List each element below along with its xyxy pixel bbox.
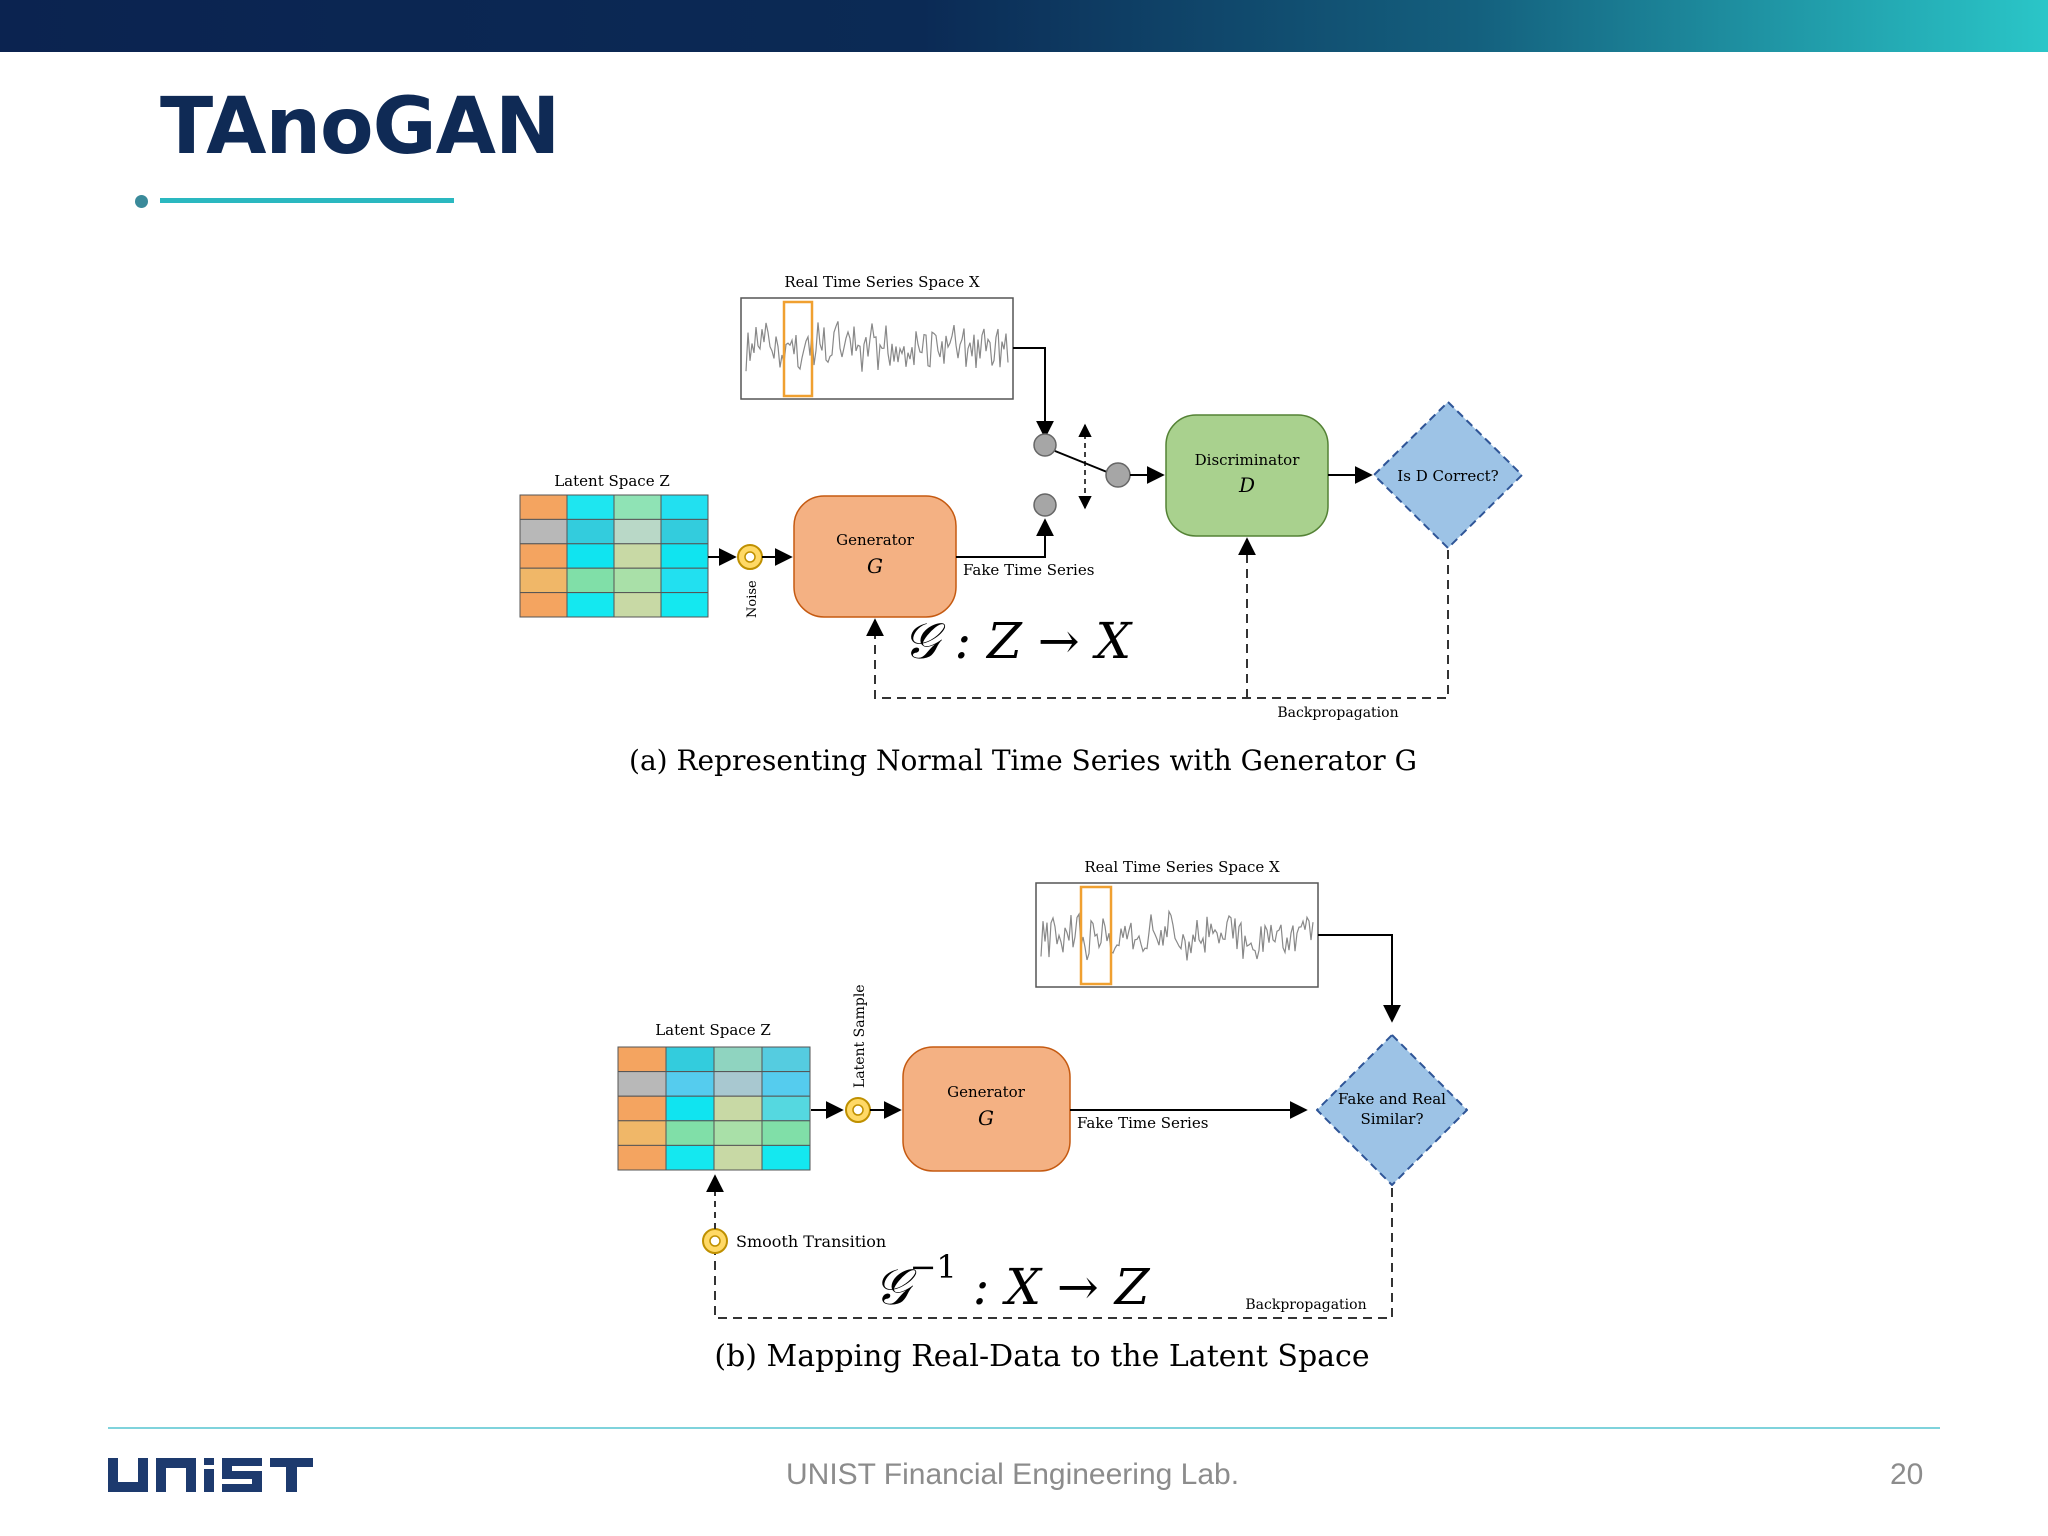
b-generator-symbol: G: [978, 1106, 994, 1130]
a-generator-label: Generator: [836, 531, 915, 549]
footer-lab-name: UNIST Financial Engineering Lab.: [786, 1458, 1240, 1491]
b-generator-label: Generator: [947, 1083, 1026, 1101]
latent-cell: [613, 518, 662, 545]
b-caption: (b) Mapping Real-Data to the Latent Spac…: [714, 1339, 1369, 1374]
b-smooth-node-inner: [709, 1235, 721, 1247]
latent-cell: [613, 567, 662, 594]
latent-cell: [617, 1144, 667, 1171]
latent-cell: [519, 543, 568, 569]
latent-cell: [617, 1046, 667, 1073]
latent-cell: [617, 1120, 667, 1146]
b-formula-sup: −1: [910, 1248, 957, 1286]
b-latent-sample-label: Latent Sample: [852, 984, 868, 1088]
a-window-highlight: [782, 300, 814, 398]
a-switch-output-node: [1105, 462, 1131, 488]
latent-cell: [660, 494, 709, 520]
a-fake-to-switch-arrow: [956, 518, 1054, 558]
latent-cell: [665, 1095, 715, 1122]
a-decision-diamond: [1373, 401, 1523, 549]
latent-cell: [665, 1046, 715, 1073]
a-time-series-wave: [745, 321, 1009, 372]
unist-logo: [108, 1458, 313, 1497]
a-discriminator-label: Discriminator: [1195, 451, 1301, 469]
latent-cell: [519, 494, 568, 520]
title-bullet-dot: [135, 195, 148, 208]
title-underline: [160, 198, 454, 203]
latent-cell: [566, 518, 615, 545]
a-noise-node-inner: [744, 551, 756, 563]
latent-cell: [519, 518, 568, 545]
b-formula-rest: : X → Z: [957, 1258, 1151, 1316]
a-real-space-label: Real Time Series Space X: [784, 273, 980, 291]
b-latent-grid: [617, 1046, 811, 1171]
latent-cell: [761, 1095, 811, 1122]
latent-cell: [613, 592, 662, 618]
latent-cell: [713, 1120, 763, 1146]
latent-cell: [566, 592, 615, 618]
b-formula: 𝒢−1 : X → Z: [874, 1248, 1151, 1316]
b-decision-label-line2: Similar?: [1360, 1110, 1423, 1128]
b-real-series-box: [1035, 882, 1319, 988]
latent-cell: [660, 567, 709, 594]
unist-logo-mark: [108, 1458, 313, 1492]
b-window-highlight: [1079, 885, 1113, 986]
a-switch-fake-node: [1033, 493, 1057, 517]
page-number: 20: [1890, 1458, 1924, 1491]
latent-cell: [713, 1095, 763, 1122]
a-decision-label: Is D Correct?: [1397, 467, 1498, 485]
b-decision-diamond: [1316, 1034, 1468, 1186]
b-real-to-decision-arrow: [1318, 934, 1401, 1023]
latent-cell: [566, 543, 615, 569]
latent-cell: [613, 494, 662, 520]
latent-cell: [519, 567, 568, 594]
latent-cell: [566, 494, 615, 520]
latent-cell: [660, 518, 709, 545]
latent-cell: [566, 567, 615, 594]
b-fake-label: Fake Time Series: [1077, 1114, 1208, 1132]
slide-title: TAnoGAN: [160, 82, 560, 172]
top-banner: [0, 0, 2048, 52]
diagram-a: Real Time Series Space X Latent Space Z …: [519, 273, 1523, 777]
a-formula: 𝒢 : Z → X: [903, 612, 1134, 670]
a-generator-symbol: G: [867, 554, 883, 578]
latent-cell: [761, 1046, 811, 1073]
a-real-to-switch-arrow: [1013, 347, 1054, 439]
a-caption: (a) Representing Normal Time Series with…: [629, 744, 1417, 777]
a-noise-label: Noise: [745, 580, 760, 618]
latent-cell: [660, 592, 709, 618]
b-sample-node-inner: [852, 1104, 864, 1116]
a-switch-lever: [1054, 450, 1108, 473]
diagram-b: Real Time Series Space X Latent Space Z …: [617, 858, 1468, 1374]
a-discriminator-symbol: D: [1238, 473, 1255, 497]
a-latent-grid: [519, 494, 709, 618]
b-backprop-path: [714, 1188, 1393, 1319]
latent-cell: [665, 1071, 715, 1097]
latent-cell: [713, 1144, 763, 1171]
latent-cell: [665, 1120, 715, 1146]
b-decision-label-line1: Fake and Real: [1338, 1090, 1446, 1108]
latent-cell: [617, 1095, 667, 1122]
a-fake-label: Fake Time Series: [963, 561, 1094, 579]
latent-cell: [713, 1071, 763, 1097]
b-real-space-label: Real Time Series Space X: [1084, 858, 1280, 876]
b-latent-label: Latent Space Z: [655, 1021, 771, 1039]
a-backprop-label: Backpropagation: [1277, 705, 1398, 721]
latent-cell: [665, 1144, 715, 1171]
latent-cell: [761, 1071, 811, 1097]
latent-cell: [660, 543, 709, 569]
latent-cell: [617, 1071, 667, 1097]
a-switch-real-node: [1033, 433, 1057, 457]
latent-cell: [519, 592, 568, 618]
a-latent-label: Latent Space Z: [554, 472, 670, 490]
latent-cell: [761, 1120, 811, 1146]
b-smooth-label: Smooth Transition: [736, 1232, 886, 1251]
footer-divider: [108, 1427, 1940, 1429]
latent-cell: [713, 1046, 763, 1073]
latent-cell: [613, 543, 662, 569]
b-backprop-label: Backpropagation: [1245, 1297, 1366, 1313]
latent-cell: [761, 1144, 811, 1171]
b-time-series-wave: [1040, 909, 1314, 961]
